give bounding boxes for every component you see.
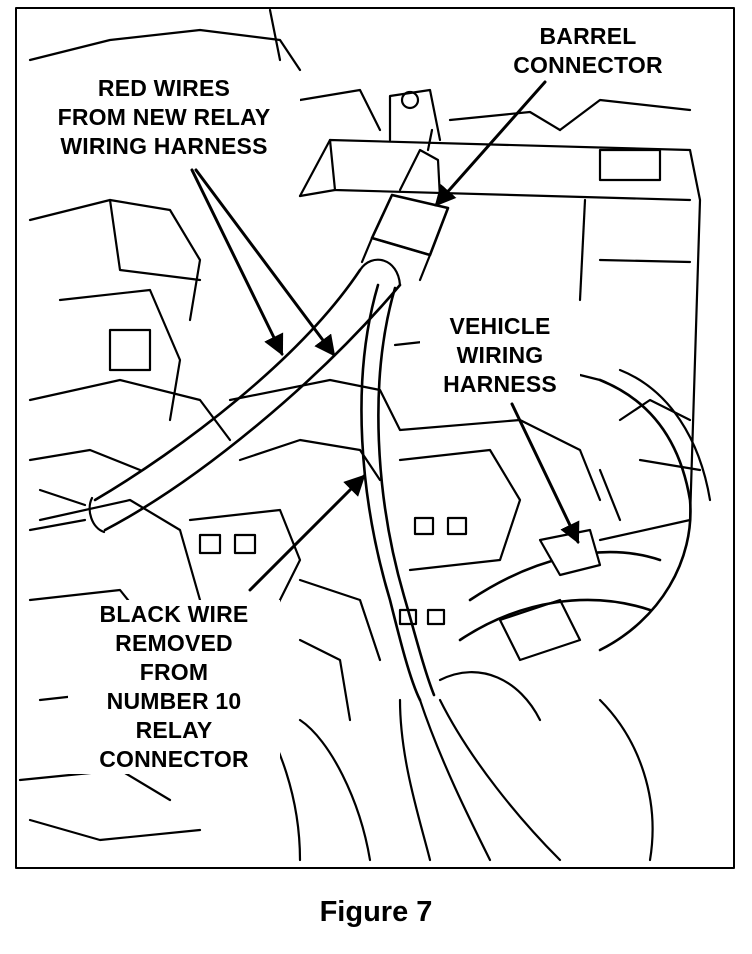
figure-border [15,7,735,869]
arrow-red-1 [190,168,284,356]
vehicle-harness [248,368,712,862]
battery-block [298,88,702,542]
vehicle-harness-label: VEHICLE WIRING HARNESS [420,312,580,399]
callout-arrows [190,80,580,592]
arrow-black [248,474,366,592]
figure-caption: Figure 7 [319,896,433,928]
arrow-vehicle [510,402,580,544]
black-wire-label: BLACK WIRE REMOVED FROM NUMBER 10 RELAY … [68,600,280,774]
barrel-connector [360,128,450,282]
barrel-connector-label: BARREL CONNECTOR [488,22,688,80]
new-relay-harness [28,258,402,534]
red-wires-label: RED WIRES FROM NEW RELAY WIRING HARNESS [28,74,300,161]
black-wire [360,283,436,702]
arrow-red-2 [194,168,336,357]
arrow-barrel [434,80,547,207]
